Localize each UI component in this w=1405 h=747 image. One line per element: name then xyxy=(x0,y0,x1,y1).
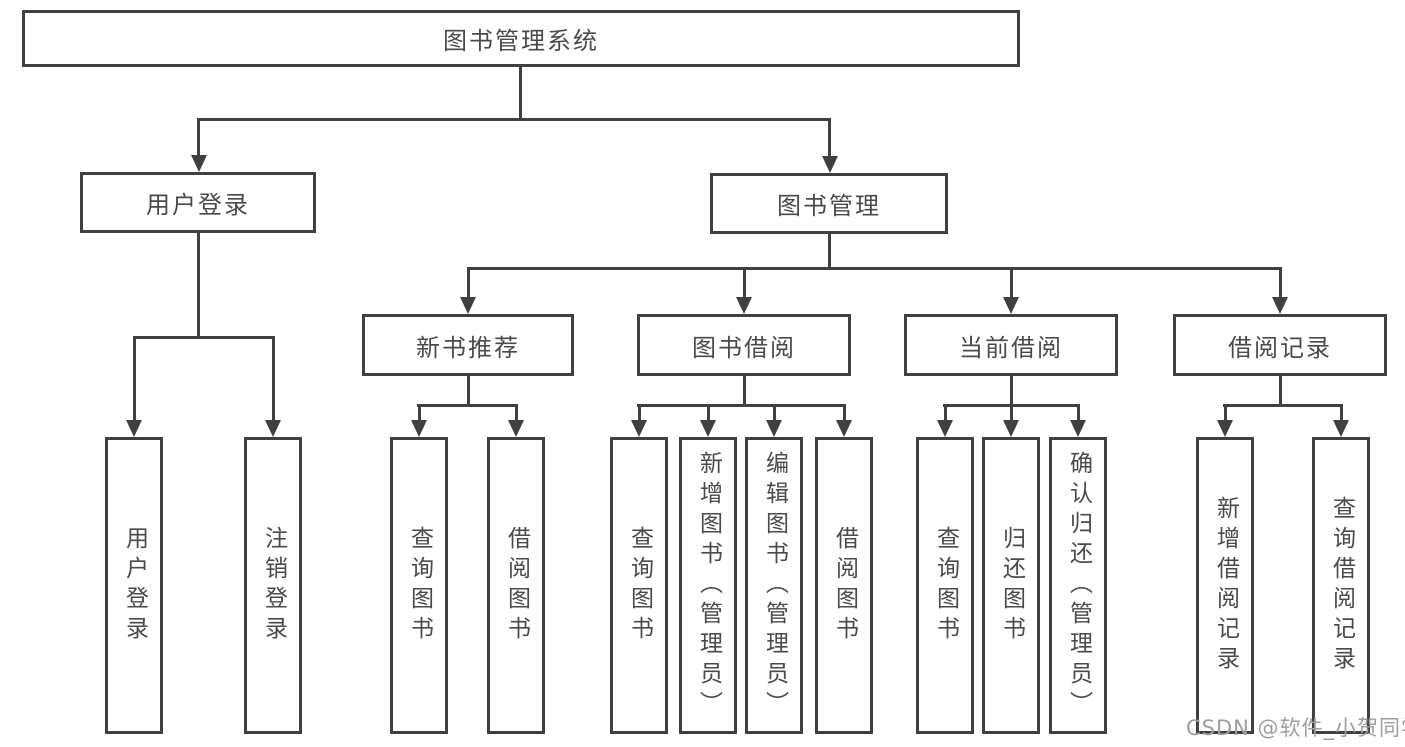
arrowhead-book-management xyxy=(822,156,838,173)
connector-drop-book-management xyxy=(828,118,831,157)
leaf-current-query-books: 查询图书 xyxy=(916,437,974,734)
connector-newbook-branch xyxy=(417,404,518,407)
connector-drop-book-borrow xyxy=(743,267,746,301)
node-new-book-recommend: 新书推荐 xyxy=(362,314,574,376)
leaf-current-confirm-return-admin: 确认归还（管理员） xyxy=(1049,437,1107,734)
connector-drop xyxy=(418,404,421,422)
connector-borrowrecord-stem xyxy=(1279,374,1282,407)
arrowhead-borrow-record xyxy=(1272,297,1288,314)
arrowhead-leaf-user-login xyxy=(126,420,142,437)
leaf-current-return-books: 归还图书 xyxy=(982,437,1040,734)
connector-currentborrow-stem xyxy=(1010,374,1013,407)
connector-root-branch xyxy=(197,118,831,121)
connector-drop-leaf-user-login xyxy=(133,336,136,422)
node-user-login: 用户登录 xyxy=(80,172,316,233)
connector-drop xyxy=(1224,404,1227,422)
connector-bookborrow-branch xyxy=(637,404,846,407)
node-book-borrow: 图书借阅 xyxy=(637,314,851,376)
arrowhead-leaf-logout xyxy=(265,420,281,437)
connector-drop xyxy=(773,404,776,422)
connector-bookborrow-stem xyxy=(743,374,746,407)
connector-drop xyxy=(843,404,846,422)
arrowhead-new-book xyxy=(460,297,476,314)
leaf-user-login: 用户登录 xyxy=(105,437,163,734)
leaf-borrow-query-books: 查询图书 xyxy=(610,437,668,734)
connector-userlogin-branch xyxy=(133,336,275,339)
connector-drop xyxy=(1010,404,1013,422)
connector-root-stem xyxy=(519,65,522,121)
connector-bookmgmt-stem xyxy=(828,232,831,270)
leaf-newbook-borrow-books: 借阅图书 xyxy=(487,437,545,734)
connector-drop-leaf-logout xyxy=(272,336,275,422)
arrowhead xyxy=(1070,420,1086,437)
connector-drop-user-login xyxy=(197,118,200,157)
arrowhead xyxy=(631,420,647,437)
node-book-management: 图书管理 xyxy=(710,173,948,234)
connector-drop xyxy=(1077,404,1080,422)
arrowhead xyxy=(700,420,716,437)
leaf-borrow-edit-books-admin: 编辑图书（管理员） xyxy=(745,437,803,734)
connector-drop-new-book xyxy=(467,267,470,301)
connector-drop-current-borrow xyxy=(1010,267,1013,301)
arrowhead xyxy=(508,420,524,437)
leaf-newbook-query-books: 查询图书 xyxy=(390,437,448,734)
leaf-record-add-borrow-record: 新增借阅记录 xyxy=(1196,437,1254,734)
arrowhead-book-borrow xyxy=(736,297,752,314)
node-borrow-record: 借阅记录 xyxy=(1173,314,1387,376)
arrowhead xyxy=(1333,420,1349,437)
connector-drop xyxy=(707,404,710,422)
arrowhead xyxy=(1003,420,1019,437)
connector-drop xyxy=(638,404,641,422)
leaf-record-query-borrow-record: 查询借阅记录 xyxy=(1312,437,1370,734)
arrowhead xyxy=(937,420,953,437)
connector-newbook-stem xyxy=(467,374,470,407)
leaf-borrow-add-books-admin: 新增图书（管理员） xyxy=(679,437,737,734)
connector-userlogin-stem xyxy=(197,231,200,338)
arrowhead xyxy=(766,420,782,437)
node-current-borrow: 当前借阅 xyxy=(904,314,1118,376)
connector-drop xyxy=(944,404,947,422)
arrowhead xyxy=(836,420,852,437)
connector-drop xyxy=(515,404,518,422)
connector-level3-branch xyxy=(467,267,1282,270)
connector-drop xyxy=(1340,404,1343,422)
leaf-logout: 注销登录 xyxy=(244,437,302,734)
arrowhead-current-borrow xyxy=(1003,297,1019,314)
watermark: CSDN @软件_小贺同学 xyxy=(1186,716,1405,740)
arrowhead-user-login xyxy=(191,155,207,172)
leaf-borrow-borrow-books: 借阅图书 xyxy=(815,437,873,734)
connector-borrowrecord-branch xyxy=(1223,404,1343,407)
node-root-library-system: 图书管理系统 xyxy=(22,10,1020,67)
connector-drop-borrow-record xyxy=(1279,267,1282,301)
arrowhead xyxy=(411,420,427,437)
arrowhead xyxy=(1217,420,1233,437)
